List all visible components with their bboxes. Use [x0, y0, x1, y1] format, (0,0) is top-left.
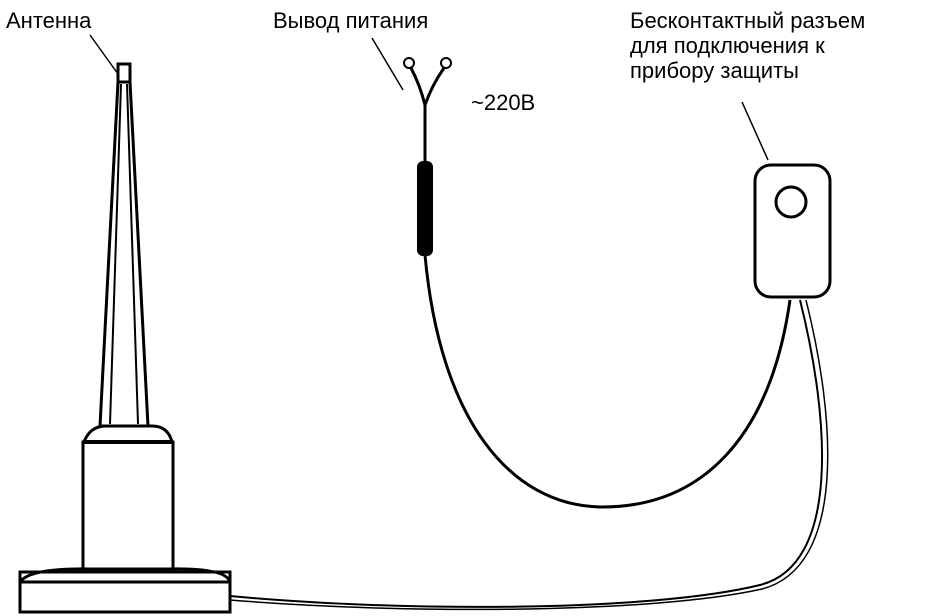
power-lead: [403, 57, 792, 509]
antenna-mast: [98, 80, 150, 428]
base-cylinder: [81, 440, 175, 571]
power-cable: [423, 254, 792, 509]
leader-power: [371, 37, 404, 91]
coax-cable: [229, 299, 824, 608]
power-terminal-right: [440, 57, 452, 69]
base-foot: [18, 570, 232, 614]
antenna-label: Антенна: [6, 8, 92, 33]
connector-label-line-1: Бесконтактный разъем: [630, 8, 866, 33]
connector-label-line-3: прибору защиты: [630, 58, 799, 83]
antenna-base: [18, 424, 232, 614]
connector-label: Бесконтактный разъем для подключения к п…: [630, 8, 940, 83]
power-terminal-left: [403, 57, 415, 69]
antenna: [98, 62, 150, 428]
contactless-connector: [753, 163, 832, 299]
leader-connector: [741, 101, 769, 161]
connector-socket: [774, 185, 808, 219]
voltage-label: ~220В: [471, 90, 536, 115]
leader-antenna: [89, 34, 119, 75]
connector-label-line-2: для подключения к: [630, 33, 825, 58]
power-plug-sleeve: [417, 161, 433, 256]
leader-lines: [89, 34, 769, 161]
connector-body: [753, 163, 832, 299]
antenna-tip: [116, 62, 132, 84]
base-dome: [81, 424, 174, 444]
power-lead-label: Вывод питания: [273, 8, 429, 33]
